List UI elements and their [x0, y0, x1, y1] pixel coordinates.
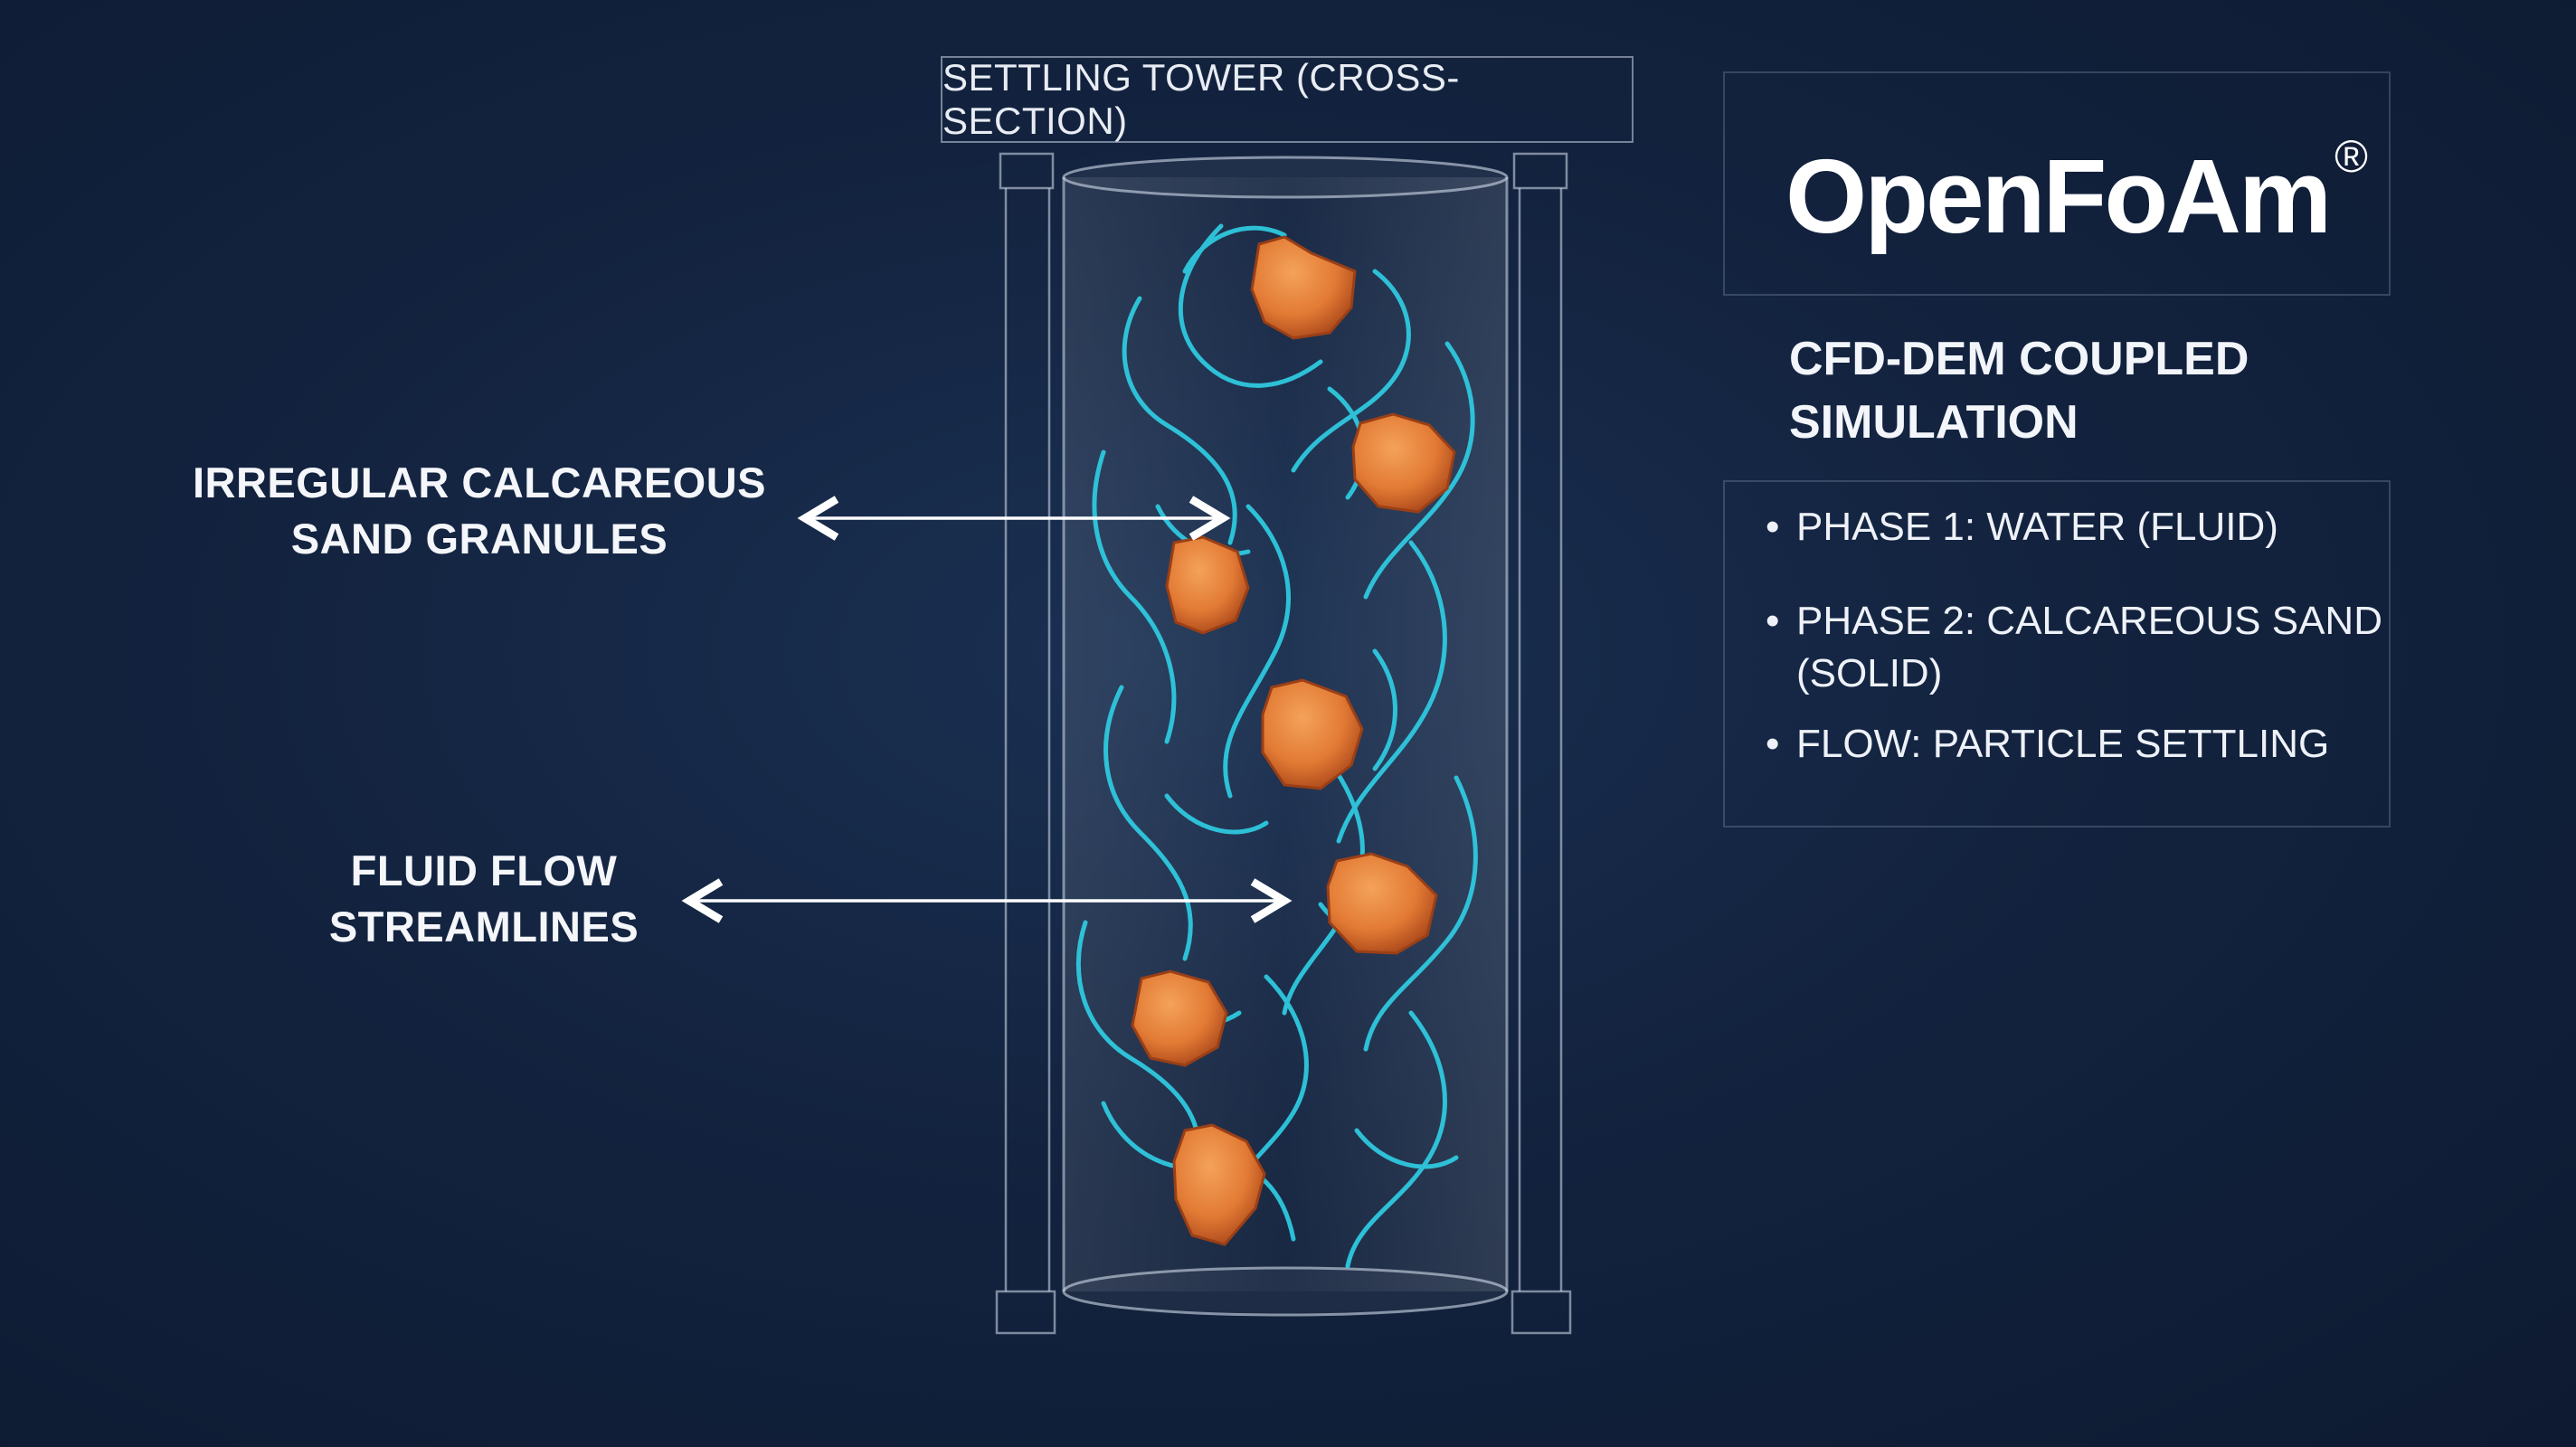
- openfoam-logo: OpenFoAm®: [1785, 131, 2368, 257]
- simulation-title-line1: CFD-DEM COUPLED: [1789, 333, 2249, 385]
- bullet-phase-2: • PHASE 2: CALCAREOUS SAND (SOLID): [1766, 595, 2382, 700]
- granule: [1131, 969, 1228, 1067]
- granule: [1250, 235, 1357, 340]
- tower-frame: [995, 152, 1572, 1335]
- granule: [1351, 412, 1456, 514]
- simulation-title-line2: SIMULATION: [1789, 396, 2079, 449]
- streamlines-callout-line1: FLUID FLOW: [350, 846, 618, 894]
- simulation-bullets: • PHASE 1: WATER (FLUID) • PHASE 2: CALC…: [1766, 501, 2382, 812]
- streamlines-callout-line2: STREAMLINES: [328, 903, 639, 950]
- bullet-dot: •: [1766, 599, 1780, 643]
- sand-granules: [1131, 235, 1456, 1246]
- tower-title-box: SETTLING TOWER (CROSS-SECTION): [941, 56, 1634, 143]
- granule: [1326, 852, 1438, 955]
- tower-title: SETTLING TOWER (CROSS-SECTION): [942, 56, 1460, 142]
- bullet-text: FLOW: PARTICLE SETTLING: [1796, 722, 2330, 766]
- callout-arrows: [681, 496, 1293, 923]
- granule: [1261, 678, 1364, 790]
- bullet-dot: •: [1766, 722, 1780, 766]
- granule: [1172, 1123, 1266, 1246]
- info-panel-frame: [1723, 71, 2391, 828]
- bullet-text-line2: (SOLID): [1796, 651, 1943, 695]
- granules-callout-line2: SAND GRANULES: [290, 515, 668, 563]
- streamlines-callout: FLUID FLOW STREAMLINES: [253, 843, 715, 955]
- bullet-text: PHASE 1: WATER (FLUID): [1796, 505, 2278, 549]
- bullet-phase-1: • PHASE 1: WATER (FLUID): [1766, 501, 2382, 553]
- bullet-text: PHASE 2: CALCAREOUS SAND: [1796, 599, 2382, 643]
- granules-callout: IRREGULAR CALCAREOUS SAND GRANULES: [163, 455, 796, 567]
- brand-name: OpenFoAm: [1785, 137, 2332, 255]
- granules-callout-line1: IRREGULAR CALCAREOUS: [192, 459, 767, 506]
- bullet-flow: • FLOW: PARTICLE SETTLING: [1766, 718, 2382, 771]
- registered-mark: ®: [2334, 131, 2368, 182]
- granule: [1165, 535, 1250, 635]
- simulation-title: CFD-DEM COUPLED SIMULATION: [1789, 327, 2249, 454]
- bullet-dot: •: [1766, 505, 1780, 549]
